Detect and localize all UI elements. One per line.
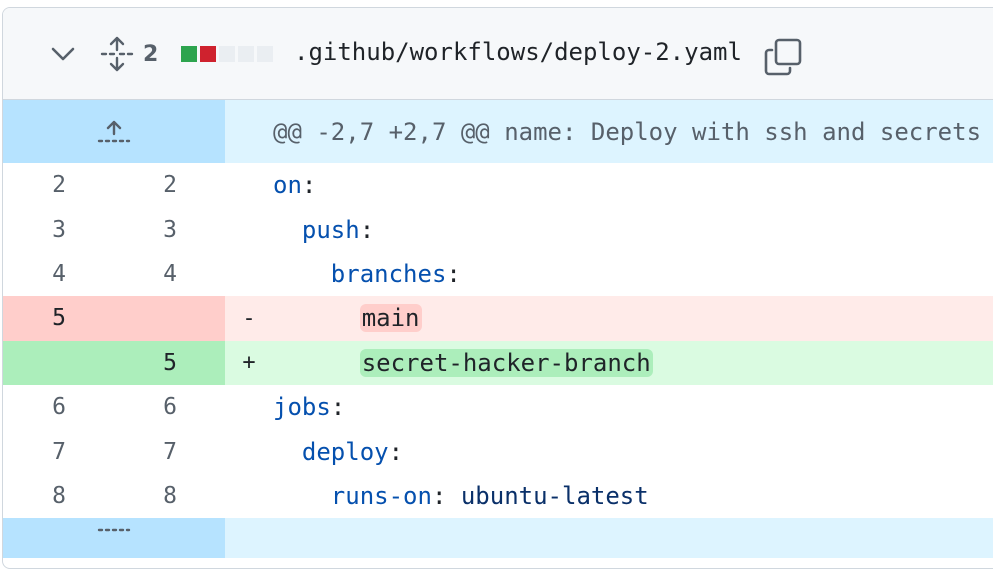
- hunk-header-text: @@ -2,7 +2,7 @@ name: Deploy with ssh an…: [225, 100, 993, 163]
- code-line: deploy:: [225, 429, 993, 473]
- old-line-number[interactable]: 2: [52, 172, 66, 199]
- expand-up-button[interactable]: [3, 100, 225, 163]
- yaml-value: ubuntu-latest: [460, 481, 649, 510]
- yaml-separator: :: [446, 259, 461, 288]
- expand-down-row: [3, 518, 993, 559]
- context-line: 7 7 deploy:: [3, 429, 993, 473]
- old-line-number[interactable]: 4: [52, 260, 66, 287]
- old-line-number[interactable]: 5: [3, 296, 115, 341]
- expand-down-filler: [225, 518, 993, 559]
- old-line-number[interactable]: 6: [52, 394, 66, 421]
- file-header: 2 .github/workflows/deploy-2.yaml: [3, 8, 993, 100]
- added-line: 5+ secret-hacker-branch: [3, 340, 993, 385]
- yaml-separator: :: [301, 171, 317, 200]
- diff-file: 2 .github/workflows/deploy-2.yaml @@ -2,…: [2, 7, 993, 569]
- expand-up-icon: [97, 120, 131, 142]
- yaml-separator: :: [359, 215, 375, 244]
- diffstat: [181, 46, 273, 62]
- code-line: + secret-hacker-branch: [225, 340, 993, 385]
- code-line: branches:: [225, 252, 993, 296]
- changes-count: 2: [143, 42, 159, 67]
- diff-marker: +: [242, 350, 256, 376]
- new-line-number[interactable]: 3: [163, 216, 177, 243]
- code-line: - main: [225, 296, 993, 341]
- indent: [273, 349, 360, 377]
- context-line: 4 4 branches:: [3, 252, 993, 296]
- context-line: 8 8 runs-on: ubuntu-latest: [3, 474, 993, 518]
- yaml-separator: :: [388, 437, 404, 466]
- old-line-number[interactable]: [3, 340, 115, 385]
- new-line-number[interactable]: 5: [115, 340, 225, 385]
- yaml-value: secret-hacker-branch: [359, 348, 653, 377]
- chevron-down-icon[interactable]: [47, 38, 79, 70]
- yaml-key: jobs: [273, 393, 331, 422]
- yaml-key: push: [301, 215, 360, 244]
- indent: [273, 482, 331, 510]
- indent: [273, 438, 302, 466]
- diffstat-square: [200, 46, 216, 62]
- deleted-line: 5 - main: [3, 296, 993, 341]
- yaml-key: branches: [330, 259, 447, 288]
- hunk-header-row: @@ -2,7 +2,7 @@ name: Deploy with ssh an…: [3, 100, 993, 163]
- copy-icon[interactable]: [761, 35, 805, 79]
- old-line-number[interactable]: 3: [52, 216, 66, 243]
- new-line-number[interactable]: 7: [163, 438, 177, 465]
- diffstat-square: [257, 46, 273, 62]
- indent: [273, 304, 360, 332]
- yaml-separator: :: [330, 393, 346, 422]
- new-line-number[interactable]: [115, 296, 225, 341]
- unfold-icon[interactable]: [97, 34, 137, 74]
- yaml-key: on: [273, 171, 302, 200]
- context-line: 6 6 jobs:: [3, 385, 993, 429]
- context-line: 3 3 push:: [3, 207, 993, 251]
- code-line: on:: [225, 163, 993, 207]
- yaml-key: runs-on: [330, 481, 432, 510]
- expand-down-icon: [97, 528, 131, 532]
- code-line: push:: [225, 207, 993, 251]
- old-line-number[interactable]: 7: [52, 438, 66, 465]
- yaml-value: main: [359, 304, 422, 333]
- old-line-number[interactable]: 8: [52, 482, 66, 509]
- yaml-separator: :: [431, 481, 461, 510]
- new-line-number[interactable]: 8: [163, 482, 177, 509]
- new-line-number[interactable]: 6: [163, 394, 177, 421]
- indent: [273, 260, 331, 288]
- code-line: runs-on: ubuntu-latest: [225, 474, 993, 518]
- diffstat-square: [219, 46, 235, 62]
- new-line-number[interactable]: 2: [163, 172, 177, 199]
- expand-down-button[interactable]: [3, 518, 225, 559]
- diffstat-square: [238, 46, 254, 62]
- yaml-key: deploy: [301, 437, 389, 466]
- context-line: 2 2 on:: [3, 163, 993, 207]
- new-line-number[interactable]: 4: [163, 260, 177, 287]
- diffstat-square: [181, 46, 197, 62]
- file-name[interactable]: .github/workflows/deploy-2.yaml: [294, 38, 742, 66]
- indent: [273, 216, 302, 244]
- code-line: jobs:: [225, 385, 993, 429]
- diff-marker: -: [242, 305, 256, 331]
